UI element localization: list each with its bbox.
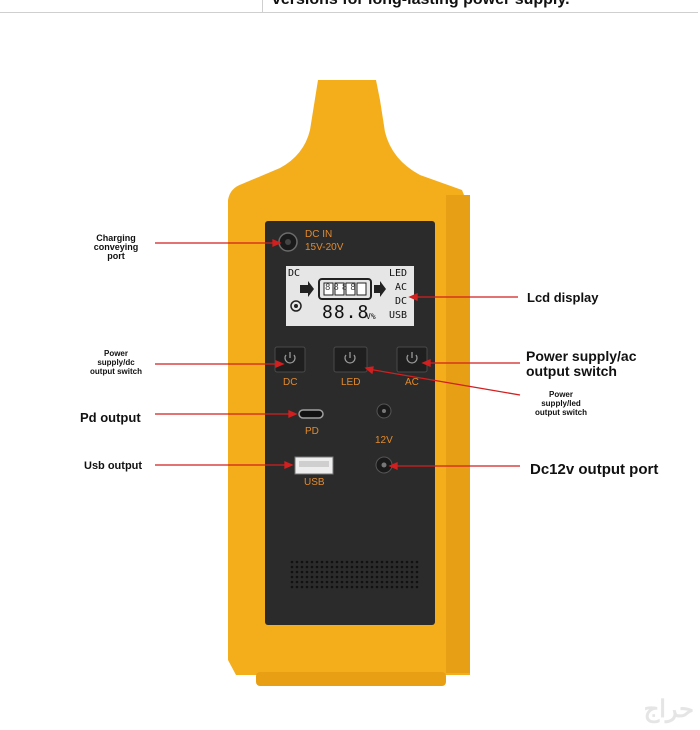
- speaker-grille: [290, 560, 419, 589]
- dc-switch-button: [274, 346, 306, 373]
- callout-dc12v-port: Dc12v output port: [530, 461, 659, 478]
- lcd-arrow-right-icon: [374, 281, 386, 297]
- power-icon: [284, 352, 418, 364]
- lcd-unit: V%: [366, 312, 376, 321]
- callout-lcd-display: Lcd display: [527, 290, 599, 305]
- lcd-right-dc: DC: [395, 296, 408, 307]
- table-divider: [262, 0, 263, 12]
- watermark-logo: حراج: [643, 696, 694, 723]
- dc-in-label: DC IN: [305, 229, 333, 240]
- dc-in-voltage: 15V-20V: [305, 242, 344, 253]
- v12-label: 12V: [375, 435, 393, 446]
- lcd-screen: [286, 266, 414, 326]
- lcd-radio-icon: [290, 300, 302, 312]
- callout-usb-output: Usb output: [84, 460, 143, 472]
- lcd-dc-label: DC: [288, 268, 301, 279]
- lcd-battery: [318, 278, 372, 300]
- dc-button-label: DC: [283, 377, 298, 388]
- header-caption: versions for long-lasting power supply.: [272, 0, 570, 9]
- top-table-row: versions for long-lasting power supply.: [0, 0, 698, 13]
- lcd-battery-digits: 8888: [325, 283, 359, 293]
- usb-label: USB: [304, 477, 325, 488]
- leader-lines: [155, 239, 521, 470]
- ac-button-label: AC: [405, 377, 419, 388]
- led-button-label: LED: [341, 377, 361, 388]
- lcd-right-usb: USB: [389, 310, 408, 321]
- lcd-readout: 88.8: [322, 302, 370, 323]
- ac-switch-button: [396, 346, 428, 373]
- device-side-shadow: [446, 195, 470, 673]
- callout-pd-output: Pd output: [80, 410, 141, 425]
- device-foot: [256, 672, 446, 686]
- led-switch-button: [333, 346, 368, 373]
- lcd-right-led: LED: [389, 268, 408, 279]
- pd-port: [298, 409, 324, 419]
- lcd-right-ac: AC: [395, 282, 408, 293]
- pd-label: PD: [305, 426, 319, 437]
- lcd-arrow-left-icon: [300, 281, 314, 297]
